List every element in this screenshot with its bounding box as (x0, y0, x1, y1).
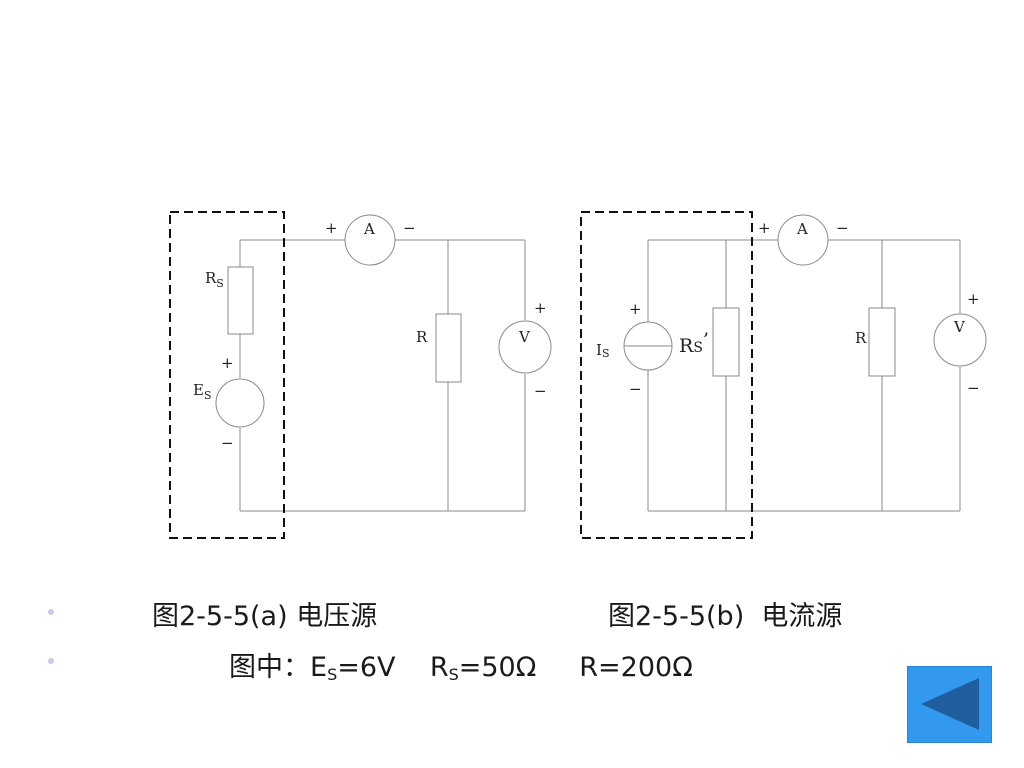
label-part: S (216, 277, 224, 290)
resistor-rs-prime-label: RS’ (679, 329, 709, 357)
current-source-plus: + (629, 300, 642, 318)
caption-params: 图中：ES=6V RS=50Ω R=200Ω (229, 645, 693, 684)
voltmeter-a-minus: − (534, 382, 547, 400)
voltmeter-b-minus: − (967, 379, 980, 397)
label-part: S (693, 340, 703, 356)
source-es-label: ES (193, 381, 212, 402)
back-button[interactable] (906, 665, 993, 744)
dashed-box-voltage-source (169, 211, 285, 539)
ammeter-a-label: A (363, 220, 375, 238)
voltage-source-es (215, 378, 265, 428)
current-source-minus: − (629, 380, 642, 398)
resistor-r-b (868, 307, 896, 377)
voltmeter-a-label: V (518, 328, 531, 346)
voltmeter-a (498, 320, 552, 374)
label-part: R (679, 335, 694, 357)
es-value: =6V R (337, 652, 449, 683)
caption-fig-b: 图2-5-5(b) 电流源 (608, 601, 843, 632)
resistor-rs-prime (712, 307, 740, 377)
ammeter-b-minus: − (836, 219, 849, 237)
resistor-rs-a (227, 266, 254, 335)
label-part: S (602, 347, 610, 360)
ammeter-b-plus: + (758, 219, 771, 237)
es-subscript: S (327, 665, 338, 684)
params-prefix: 图中：E (229, 652, 328, 683)
label-part: I (596, 341, 602, 359)
label-part: E (193, 381, 204, 399)
voltmeter-b-label: V (953, 318, 966, 336)
label-part: ’ (703, 329, 709, 351)
rs-and-r-value: =50Ω R=200Ω (458, 652, 693, 683)
voltmeter-a-plus: + (534, 299, 547, 317)
voltmeter-b-plus: + (967, 290, 980, 308)
ammeter-a (344, 214, 396, 266)
ammeter-b-label: A (796, 220, 808, 238)
current-source-label: IS (596, 341, 609, 360)
ammeter-a-minus: − (403, 219, 416, 237)
resistor-r-b-label: R (855, 329, 867, 347)
source-es-plus: + (221, 354, 234, 372)
label-part: S (204, 389, 212, 402)
resistor-r-a (435, 313, 462, 383)
ammeter-a-plus: + (325, 219, 338, 237)
resistor-rs-a-label: RS (205, 269, 224, 290)
source-es-minus: − (221, 434, 234, 452)
bullet-2 (48, 658, 54, 664)
back-arrow-icon (906, 665, 993, 744)
label-part: R (205, 269, 217, 287)
dashed-box-current-source (580, 211, 753, 539)
rs-subscript: S (448, 665, 459, 684)
ammeter-b (777, 214, 829, 266)
voltmeter-b (933, 313, 987, 367)
resistor-r-a-label: R (416, 328, 428, 346)
bullet-1 (48, 609, 54, 615)
caption-fig-a: 图2-5-5(a) 电压源 (152, 601, 378, 632)
